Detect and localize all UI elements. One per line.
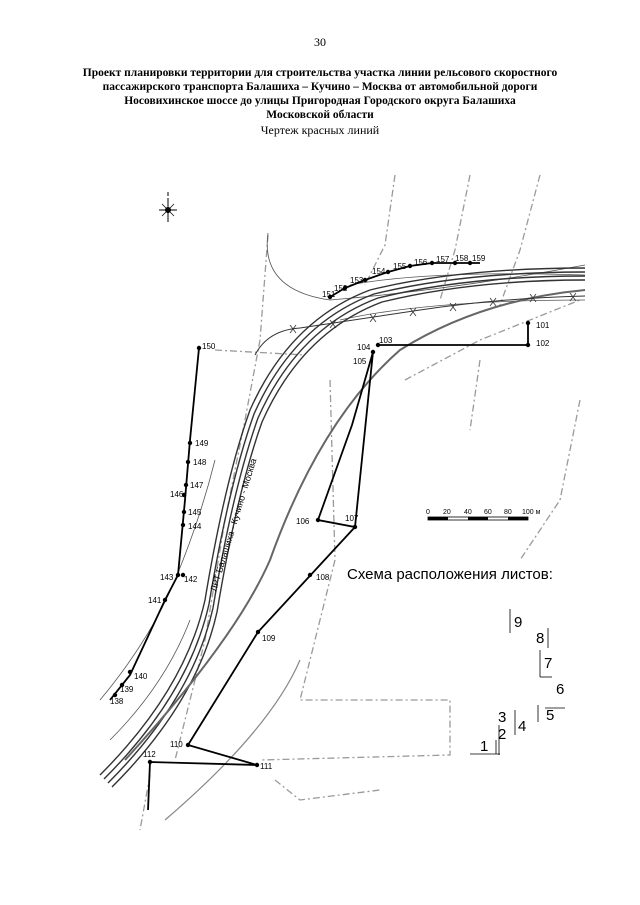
sheet-scheme	[470, 609, 565, 755]
compass-icon	[159, 192, 177, 222]
point-label: 107	[345, 514, 359, 523]
page-number: 30	[314, 35, 326, 49]
sheet-number: 9	[514, 614, 522, 631]
point-label: 104	[357, 343, 371, 352]
sheet-number: 2	[498, 726, 506, 743]
scheme-title: Схема расположения листов:	[347, 566, 553, 583]
sheet-number: 4	[518, 718, 526, 735]
point-label: 109	[262, 634, 276, 643]
rail-track	[99, 267, 586, 788]
sheet-number: 1	[480, 738, 488, 755]
point-label: 150	[202, 342, 216, 351]
point-label: 103	[379, 336, 393, 345]
point-label: 140	[134, 672, 148, 681]
point-label: 112	[143, 750, 156, 759]
point-label: 110	[170, 740, 183, 749]
point-label: 153	[350, 276, 364, 285]
sheet-number: 5	[546, 707, 554, 724]
boundary-points	[112, 260, 531, 768]
scale-tick: 80	[504, 509, 512, 516]
point-label: 155	[393, 262, 407, 271]
point-label: 106	[296, 517, 310, 526]
red-lines	[109, 262, 529, 811]
terrain-edges	[99, 232, 586, 741]
point-label: 144	[188, 522, 202, 531]
scale-tick: 60	[484, 509, 492, 516]
point-label: 146	[170, 490, 184, 499]
point-label: 156	[414, 258, 428, 267]
title-line: пассажирского транспорта Балашиха – Кучи…	[102, 81, 538, 93]
sheet-numbers: 1 2 3 4 5 6 7 8 9	[480, 614, 564, 755]
scale-tick: 100 м	[522, 509, 541, 516]
title-line: Проект планировки территории для строите…	[82, 67, 558, 79]
point-label: 152	[334, 284, 348, 293]
sheet-number: 3	[498, 709, 506, 726]
point-label: 143	[160, 573, 174, 582]
document-title: Проект планировки территории для строите…	[40, 66, 600, 122]
point-label: 151	[322, 290, 336, 299]
point-label: 158	[455, 254, 469, 263]
point-label: 157	[436, 255, 450, 264]
point-label: 139	[120, 685, 134, 694]
fence-ticks	[289, 292, 577, 334]
route-curve-2	[164, 659, 301, 821]
sheet-number: 8	[536, 630, 544, 647]
point-label: 141	[148, 596, 162, 605]
point-labels: 101 102 103 104 105 106 107 108 109 110 …	[110, 254, 550, 771]
scale-tick: 40	[464, 509, 472, 516]
point-label: 149	[195, 439, 209, 448]
scale-tick: 0	[426, 509, 430, 516]
sheet-number: 7	[544, 655, 552, 672]
point-label: 145	[188, 508, 202, 517]
point-label: 101	[536, 321, 550, 330]
point-label: 159	[472, 254, 486, 263]
point-label: 148	[193, 458, 207, 467]
fence-line	[254, 295, 586, 356]
point-label: 154	[372, 267, 386, 276]
point-label: 102	[536, 339, 550, 348]
document-subtitle: Чертеж красных линий	[260, 123, 380, 137]
route-curve	[124, 289, 586, 761]
sheet-number: 6	[556, 681, 564, 698]
boundary-lines	[139, 174, 581, 831]
title-line: Московской области	[266, 109, 374, 121]
scale-tick: 20	[443, 509, 451, 516]
point-label: 142	[184, 575, 198, 584]
title-line: Носовихинское шоссе до улицы Пригородная…	[124, 95, 516, 107]
point-label: 105	[353, 357, 367, 366]
point-label: 147	[190, 481, 204, 490]
point-label: 138	[110, 697, 124, 706]
scale-bar: 0 20 40 60 80 100 м	[426, 509, 541, 521]
point-label: 108	[316, 573, 330, 582]
point-label: 111	[260, 762, 273, 771]
